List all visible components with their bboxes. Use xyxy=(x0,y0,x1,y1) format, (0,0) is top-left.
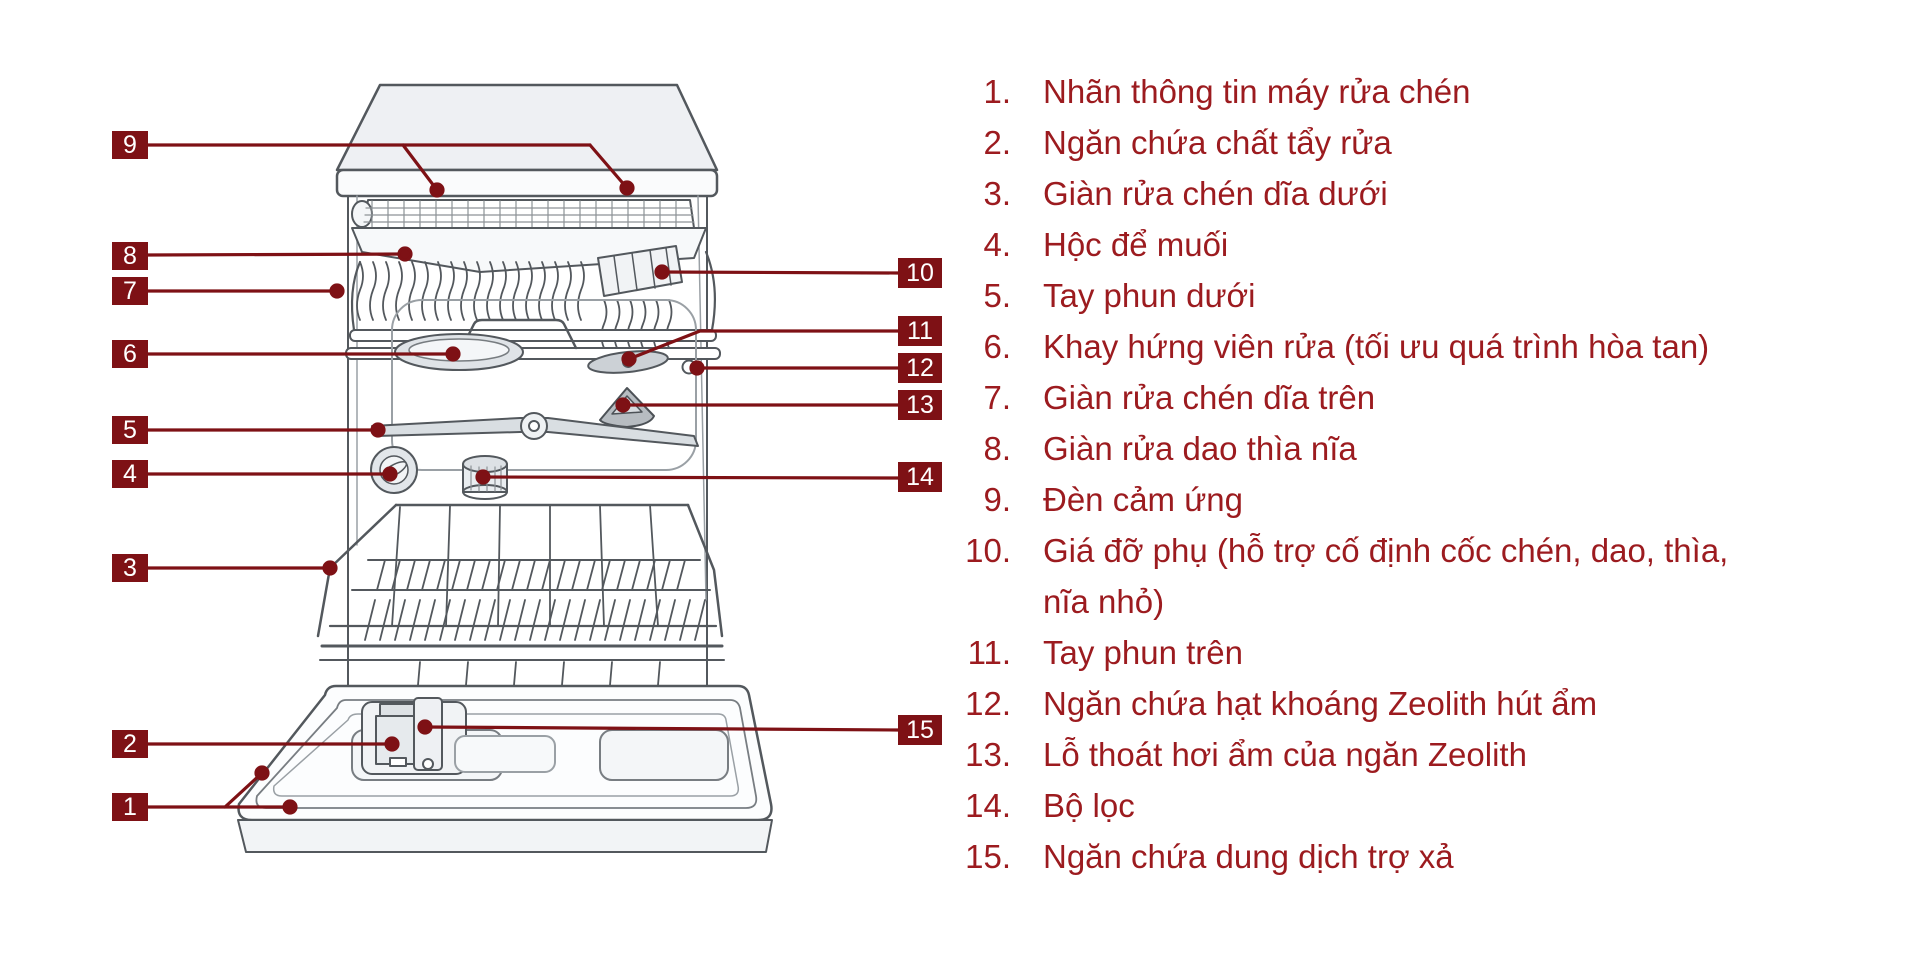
dishwasher-illustration xyxy=(237,83,773,853)
parts-legend: 1. Nhãn thông tin máy rửa chén 2. Ngăn chứ… xyxy=(963,66,1823,882)
legend-item-number: 7. xyxy=(983,379,1011,416)
legend-item-8: 8. Giàn rửa dao thìa nĩa xyxy=(963,423,1823,474)
legend-item-label: Giá đỡ phụ (hỗ trợ cố định cốc chén, dao… xyxy=(1043,532,1729,620)
legend-item-number: 11. xyxy=(967,634,1011,671)
legend-item-10: 10. Giá đỡ phụ (hỗ trợ cố định cốc chén, … xyxy=(963,525,1823,627)
open-door xyxy=(237,684,773,853)
svg-text:15: 15 xyxy=(906,716,934,744)
legend-item-number: 13. xyxy=(965,736,1011,773)
legend-item-label: Ngăn chứa chất tẩy rửa xyxy=(1043,124,1392,161)
legend-item-number: 2. xyxy=(983,124,1011,161)
svg-text:4: 4 xyxy=(123,460,137,488)
legend-item-number: 15. xyxy=(965,838,1011,875)
lower-spray-arm xyxy=(371,412,699,447)
legend-item-label: Hộc để muối xyxy=(1043,226,1229,263)
svg-text:9: 9 xyxy=(123,131,137,159)
legend-item-15: 15. Ngăn chứa dung dịch trợ xả xyxy=(963,831,1823,882)
legend-item-label: Tay phun dưới xyxy=(1043,277,1256,314)
svg-text:5: 5 xyxy=(123,416,137,444)
callout-4: 4 xyxy=(112,460,148,488)
legend-item-5: 5. Tay phun dưới xyxy=(963,270,1823,321)
callout-3: 3 xyxy=(112,554,148,582)
callout-7: 7 xyxy=(112,277,148,305)
svg-text:12: 12 xyxy=(906,354,934,382)
upper-rack-handle xyxy=(460,318,578,350)
legend-item-label: Đèn cảm ứng xyxy=(1043,481,1244,518)
legend-item-3: 3. Giàn rửa chén dĩa dưới xyxy=(963,168,1823,219)
legend-item-number: 4. xyxy=(983,226,1011,263)
legend-item-13: 13. Lỗ thoát hơi ẩm của ngăn Zeolith xyxy=(963,729,1823,780)
callout-8: 8 xyxy=(112,242,148,270)
legend-item-number: 6. xyxy=(983,328,1011,365)
legend-item-6: 6. Khay hứng viên rửa (tối ưu quá trình h… xyxy=(963,321,1823,372)
legend-item-label: Giàn rửa chén dĩa dưới xyxy=(1043,175,1388,212)
svg-text:2: 2 xyxy=(123,730,137,758)
legend-item-number: 10. xyxy=(965,532,1011,569)
legend-item-number: 8. xyxy=(983,430,1011,467)
legend-item-4: 4. Hộc để muối xyxy=(963,219,1823,270)
legend-item-number: 12. xyxy=(965,685,1011,722)
svg-text:13: 13 xyxy=(906,391,934,419)
callout-12: 12 xyxy=(898,353,942,383)
svg-text:3: 3 xyxy=(123,554,137,582)
legend-item-14: 14. Bộ lọc xyxy=(963,780,1823,831)
legend-item-label: Giàn rửa dao thìa nĩa xyxy=(1043,430,1357,467)
callout-14: 14 xyxy=(898,462,942,492)
legend-item-label: Lỗ thoát hơi ẩm của ngăn Zeolith xyxy=(1043,736,1527,773)
tub-pan xyxy=(391,299,697,471)
legend-item-number: 5. xyxy=(983,277,1011,314)
callout-2: 2 xyxy=(112,730,148,758)
legend-item-2: 2. Ngăn chứa chất tẩy rửa xyxy=(963,117,1823,168)
svg-text:10: 10 xyxy=(906,259,934,287)
legend-item-1: 1. Nhãn thông tin máy rửa chén xyxy=(963,66,1823,117)
legend-item-number: 3. xyxy=(983,175,1011,212)
legend-item-label: Ngăn chứa hạt khoáng Zeolith hút ẩm xyxy=(1043,685,1598,722)
callout-9: 9 xyxy=(112,131,148,159)
svg-text:11: 11 xyxy=(907,317,933,345)
legend-item-label: Giàn rửa chén dĩa trên xyxy=(1043,379,1376,416)
legend-item-9: 9. Đèn cảm ứng xyxy=(963,474,1823,525)
legend-item-number: 14. xyxy=(965,787,1011,824)
legend-item-label: Nhãn thông tin máy rửa chén xyxy=(1043,73,1471,110)
callout-11: 11 xyxy=(898,316,942,346)
cup-shelf xyxy=(597,245,683,297)
callout-boxes: 9 8 7 6 5 4 3 2 1 10 11 12 13 14 15 xyxy=(112,131,942,821)
svg-text:7: 7 xyxy=(123,277,137,305)
callout-10: 10 xyxy=(898,258,942,288)
door-front-edge xyxy=(237,819,773,853)
legend-item-7: 7. Giàn rửa chén dĩa trên xyxy=(963,372,1823,423)
lower-rack xyxy=(316,503,725,709)
svg-text:8: 8 xyxy=(123,242,137,270)
svg-text:6: 6 xyxy=(123,340,137,368)
callout-6: 6 xyxy=(112,340,148,368)
svg-text:14: 14 xyxy=(906,463,934,491)
callout-15: 15 xyxy=(898,715,942,745)
callout-leaders xyxy=(146,143,900,815)
legend-item-label: Tay phun trên xyxy=(1043,634,1243,671)
callout-1: 1 xyxy=(112,793,148,821)
detergent-dispenser xyxy=(361,697,556,775)
legend-item-label: Ngăn chứa dung dịch trợ xả xyxy=(1043,838,1454,875)
parts-legend-list: 1. Nhãn thông tin máy rửa chén 2. Ngăn chứ… xyxy=(963,66,1823,882)
legend-item-number: 9. xyxy=(983,481,1011,518)
legend-item-12: 12. Ngăn chứa hạt khoáng Zeolith hút ẩm xyxy=(963,678,1823,729)
legend-item-label: Bộ lọc xyxy=(1043,787,1135,824)
worktop xyxy=(335,83,719,198)
callout-13: 13 xyxy=(898,390,942,420)
callout-5: 5 xyxy=(112,416,148,444)
svg-text:1: 1 xyxy=(123,793,137,821)
legend-item-label: Khay hứng viên rửa (tối ưu quá trình hòa… xyxy=(1043,328,1710,365)
legend-item-number: 1. xyxy=(983,73,1011,110)
legend-item-11: 11. Tay phun trên xyxy=(963,627,1823,678)
